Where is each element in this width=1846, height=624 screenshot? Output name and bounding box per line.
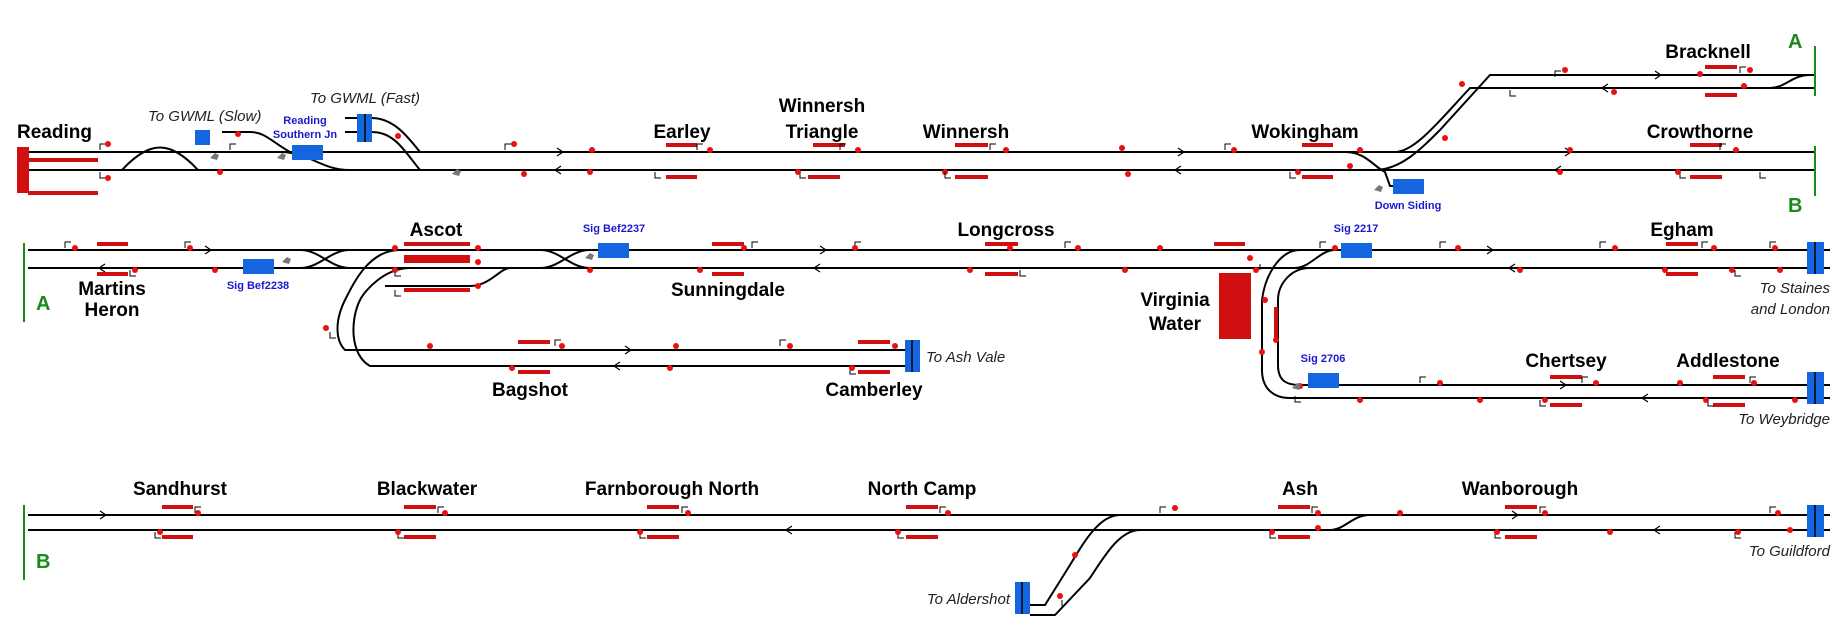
berth-label-sig-2217: Sig 2217 [1334, 223, 1379, 235]
station-bracknell: Bracknell [1665, 42, 1751, 63]
station-sunningdale: Sunningdale [671, 280, 785, 301]
continuation-markers: A B A B [23, 31, 1816, 580]
station-earley: Earley [653, 122, 710, 143]
station-sandhurst: Sandhurst [133, 479, 228, 500]
arrow-left [812, 263, 821, 273]
station-virginia-water-1: Virginia [1140, 290, 1210, 311]
berth-reading-southern-jn [292, 145, 323, 160]
berth-label-sig-2706: Sig 2706 [1301, 353, 1346, 365]
arrow-left [1600, 83, 1609, 93]
berth-label-sig-bef2237: Sig Bef2237 [583, 223, 645, 235]
arrow-left [1640, 393, 1649, 403]
arrow-left [1173, 165, 1182, 175]
point-icon [585, 253, 594, 260]
signals [64, 66, 1798, 606]
platforms [17, 65, 1745, 539]
destination-ash-vale: To Ash Vale [926, 349, 1005, 366]
station-martins-heron-1: Martins [78, 279, 146, 300]
station-martins-heron-2: Heron [85, 300, 140, 321]
marker-b-bottom: B [36, 551, 50, 573]
marker-b-top: B [1788, 195, 1802, 217]
berth-down-siding [1393, 179, 1424, 194]
station-reading: Reading [17, 122, 92, 143]
berth-labels: Reading Southern Jn Down Siding Sig Bef2… [227, 115, 1441, 365]
arrow-right [1511, 510, 1520, 520]
berth-sig-2217 [1341, 243, 1372, 258]
berths [195, 114, 1824, 614]
station-wokingham: Wokingham [1251, 122, 1358, 143]
arrow-left [553, 165, 562, 175]
arrow-right [1559, 380, 1568, 390]
arrow-left [97, 263, 106, 273]
arrow-right [624, 345, 633, 355]
arrow-right [99, 510, 108, 520]
station-farnborough-north: Farnborough North [585, 479, 759, 500]
destination-guildford: To Guildford [1749, 543, 1831, 560]
berth-sig-bef2238 [243, 259, 274, 274]
berth-sig-2706 [1308, 373, 1339, 388]
berth-label-sig-bef2238: Sig Bef2238 [227, 280, 289, 292]
station-addlestone: Addlestone [1676, 351, 1779, 372]
berth-label-reading-southern-jn-2: Southern Jn [273, 129, 337, 141]
station-camberley: Camberley [825, 380, 923, 401]
station-ascot: Ascot [410, 220, 463, 241]
destination-staines-1: To Staines [1760, 280, 1831, 297]
arrow-left [784, 525, 793, 535]
station-wanborough: Wanborough [1462, 479, 1578, 500]
station-winnersh-triangle-1: Winnersh [779, 96, 865, 117]
reading-terminus [17, 147, 29, 193]
tracks [28, 74, 1830, 616]
marker-a-mid: A [36, 293, 50, 315]
destination-gwml-fast: To GWML (Fast) [310, 90, 420, 107]
ascot-platform-island [404, 255, 470, 263]
destination-aldershot: To Aldershot [927, 591, 1011, 608]
marker-a-top: A [1788, 31, 1802, 53]
station-winnersh: Winnersh [923, 122, 1009, 143]
destination-staines-2: and London [1751, 301, 1830, 318]
station-longcross: Longcross [957, 220, 1054, 241]
destination-gwml-slow: To GWML (Slow) [148, 108, 261, 125]
point-icon [452, 169, 461, 176]
virginia-water-block [1219, 273, 1251, 339]
arrow-left [612, 361, 621, 371]
station-blackwater: Blackwater [377, 479, 478, 500]
arrow-right [1486, 245, 1495, 255]
destination-labels: To GWML (Slow) To GWML (Fast) To Staines… [148, 90, 1831, 608]
station-bagshot: Bagshot [492, 380, 569, 401]
station-chertsey: Chertsey [1525, 351, 1607, 372]
destination-weybridge: To Weybridge [1738, 411, 1830, 428]
arrow-left [1652, 525, 1661, 535]
berth-sig-bef2237 [598, 243, 629, 258]
arrow-right [1654, 70, 1663, 80]
arrow-left [1507, 263, 1516, 273]
station-egham: Egham [1650, 220, 1713, 241]
station-virginia-water-2: Water [1149, 314, 1202, 335]
arrow-right [204, 245, 213, 255]
point-icon [277, 153, 286, 160]
station-labels: Reading Earley Winnersh Triangle Winners… [17, 42, 1780, 500]
berth-gwml-slow [195, 130, 210, 145]
station-north-camp: North Camp [868, 479, 977, 500]
berth-label-down-siding: Down Siding [1375, 200, 1442, 212]
station-crowthorne: Crowthorne [1647, 122, 1754, 143]
point-icon [1374, 185, 1383, 192]
arrow-right [819, 245, 828, 255]
point-indicators [210, 153, 1383, 390]
station-ash: Ash [1282, 479, 1318, 500]
arrow-right [556, 147, 565, 157]
point-icon [210, 153, 219, 160]
signal [64, 66, 1798, 606]
point-icon [282, 257, 291, 264]
arrow-right [1177, 147, 1186, 157]
point-icon [1292, 383, 1301, 390]
berth-label-reading-southern-jn-1: Reading [283, 115, 326, 127]
station-winnersh-triangle-2: Triangle [786, 122, 859, 143]
